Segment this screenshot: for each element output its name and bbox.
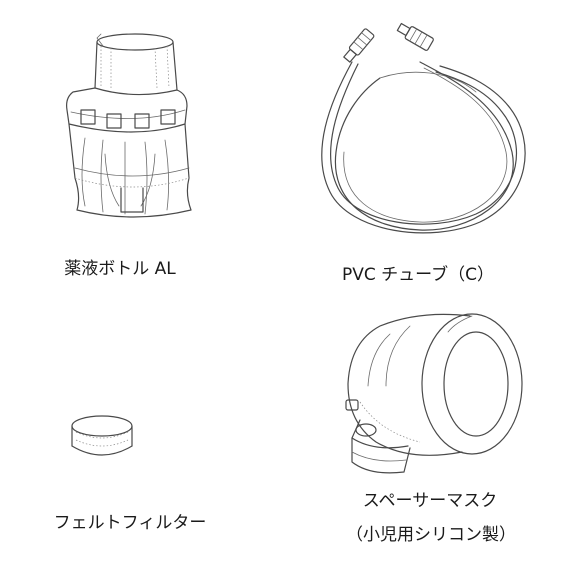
felt-filter-illustration: [66, 410, 138, 466]
pvc-tube-illustration: [300, 22, 540, 254]
spacer-mask-label: スペーサーマスク: [362, 491, 498, 511]
spacer-mask-sublabel: （小児用シリコン製）: [346, 525, 516, 545]
medicine-bottle-illustration: [45, 28, 195, 228]
spacer-mask-illustration: [330, 312, 526, 478]
felt-filter-label: フェルトフィルター: [53, 513, 207, 533]
pvc-tube-label: PVC チューブ（C）: [341, 265, 494, 285]
medicine-bottle-label: 薬液ボトル AL: [64, 259, 176, 279]
